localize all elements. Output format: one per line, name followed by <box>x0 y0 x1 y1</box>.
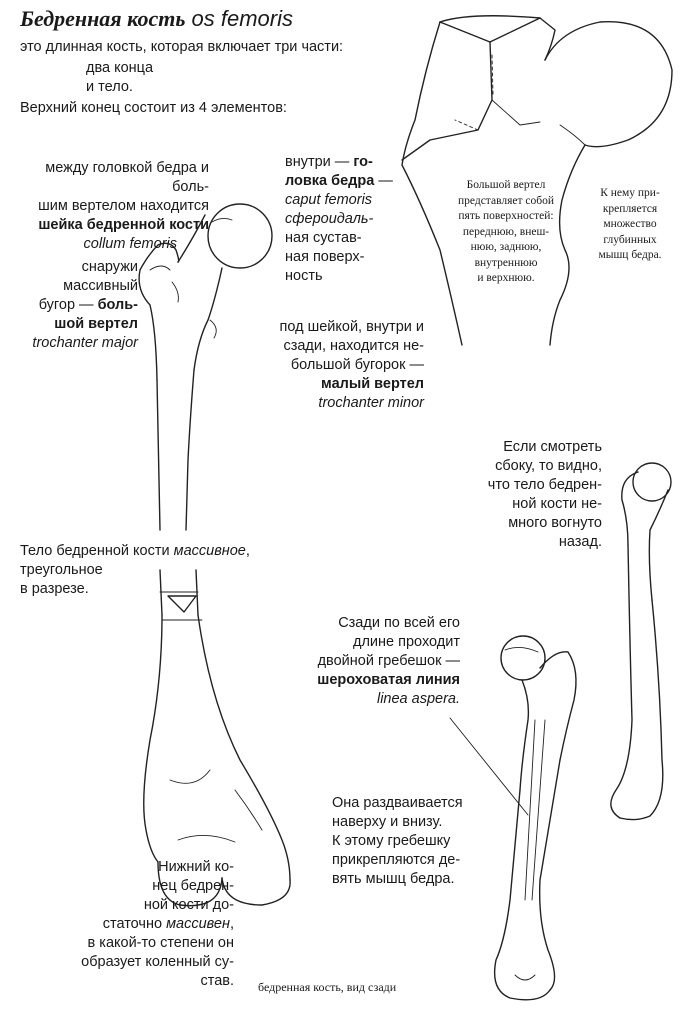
lesser-trochanter-text: под шейкой, внутри и сзади, находится не… <box>279 319 424 373</box>
intro-line-1: это длинная кость, которая включает три … <box>20 39 344 55</box>
trochanter-surfaces-note: Большой вертел представляет собой пять п… <box>457 179 554 284</box>
greater-trochanter-latin: trochanter major <box>32 335 138 351</box>
body-post: , треугольное в разрезе. <box>20 543 250 597</box>
head-pre: внутри — <box>285 154 354 170</box>
neck-term: шейка бедренной кости <box>38 217 209 233</box>
intro-line-3: Верхний конец состоит из 4 элементов: <box>20 100 287 116</box>
femur-side-view-drawing <box>610 462 672 821</box>
linea-split-annotation: Она раздваивается наверху и внизу. К это… <box>332 795 463 887</box>
lower-end-em: массивен <box>166 916 230 932</box>
body-annotation: Тело бедренной кости массивное, треуголь… <box>20 542 250 599</box>
head-annotation: внутри — го- ловка бедра — caput femoris… <box>285 153 395 286</box>
side-view-annotation: Если смотреть сбоку, то видно, что тело … <box>487 439 602 550</box>
lesser-trochanter-term: малый вертел <box>321 376 424 392</box>
greater-trochanter-annotation: снаружи массивный бугор — боль- шой верт… <box>14 258 138 353</box>
greater-trochanter-text: снаружи массивный бугор — <box>38 259 138 313</box>
lower-end-post: , в какой-то степени он образует коленны… <box>81 916 234 989</box>
title-ru: Бедренная кость <box>20 6 186 31</box>
femur-lower-drawing <box>143 569 291 907</box>
femur-upper-drawing <box>138 203 273 531</box>
head-term: го- ловка бедра <box>285 154 375 189</box>
intro-line-2: два конца и тело. <box>86 60 154 95</box>
body-em: массивное <box>173 543 246 559</box>
figure-caption: бедренная кость, вид сзади <box>258 980 397 994</box>
muscles-note: К нему при- крепляется множество глубинн… <box>598 187 662 261</box>
linea-aspera-annotation: Сзади по всей его длине проходит двойной… <box>290 614 460 709</box>
body-pre: Тело бедренной кости <box>20 543 174 559</box>
lesser-trochanter-annotation: под шейкой, внутри и сзади, находится не… <box>218 318 424 413</box>
lower-end-pre: Нижний ко- нец бедрен- ной кости до- ста… <box>102 859 234 932</box>
femur-posterior-view-drawing <box>493 635 577 1001</box>
linea-text: Сзади по всей его длине проходит двойной… <box>317 615 460 669</box>
neck-latin: collum femoris <box>83 236 177 252</box>
neck-text: между головкой бедра и боль- шим вертело… <box>38 160 209 214</box>
neck-annotation: между головкой бедра и боль- шим вертело… <box>14 140 209 254</box>
lower-end-annotation: Нижний ко- нец бедрен- ной кости до- ста… <box>14 858 234 991</box>
linea-aspera-leader-line <box>449 717 529 816</box>
head-latin: caput femoris сфероидаль- <box>285 192 374 227</box>
greater-trochanter-term: боль- шой вертел <box>54 297 138 332</box>
linea-term: шероховатая линия <box>317 672 460 688</box>
page-title: Бедренная кость os femoris <box>20 5 293 33</box>
greater-trochanter-closeup <box>401 15 673 346</box>
head-post: ная сустав- ная поверх- ность <box>285 230 365 284</box>
head-dash: — <box>374 173 393 189</box>
lesser-trochanter-latin: trochanter minor <box>318 395 424 411</box>
title-lat: os femoris <box>191 6 293 31</box>
linea-latin: linea aspera. <box>376 691 460 707</box>
